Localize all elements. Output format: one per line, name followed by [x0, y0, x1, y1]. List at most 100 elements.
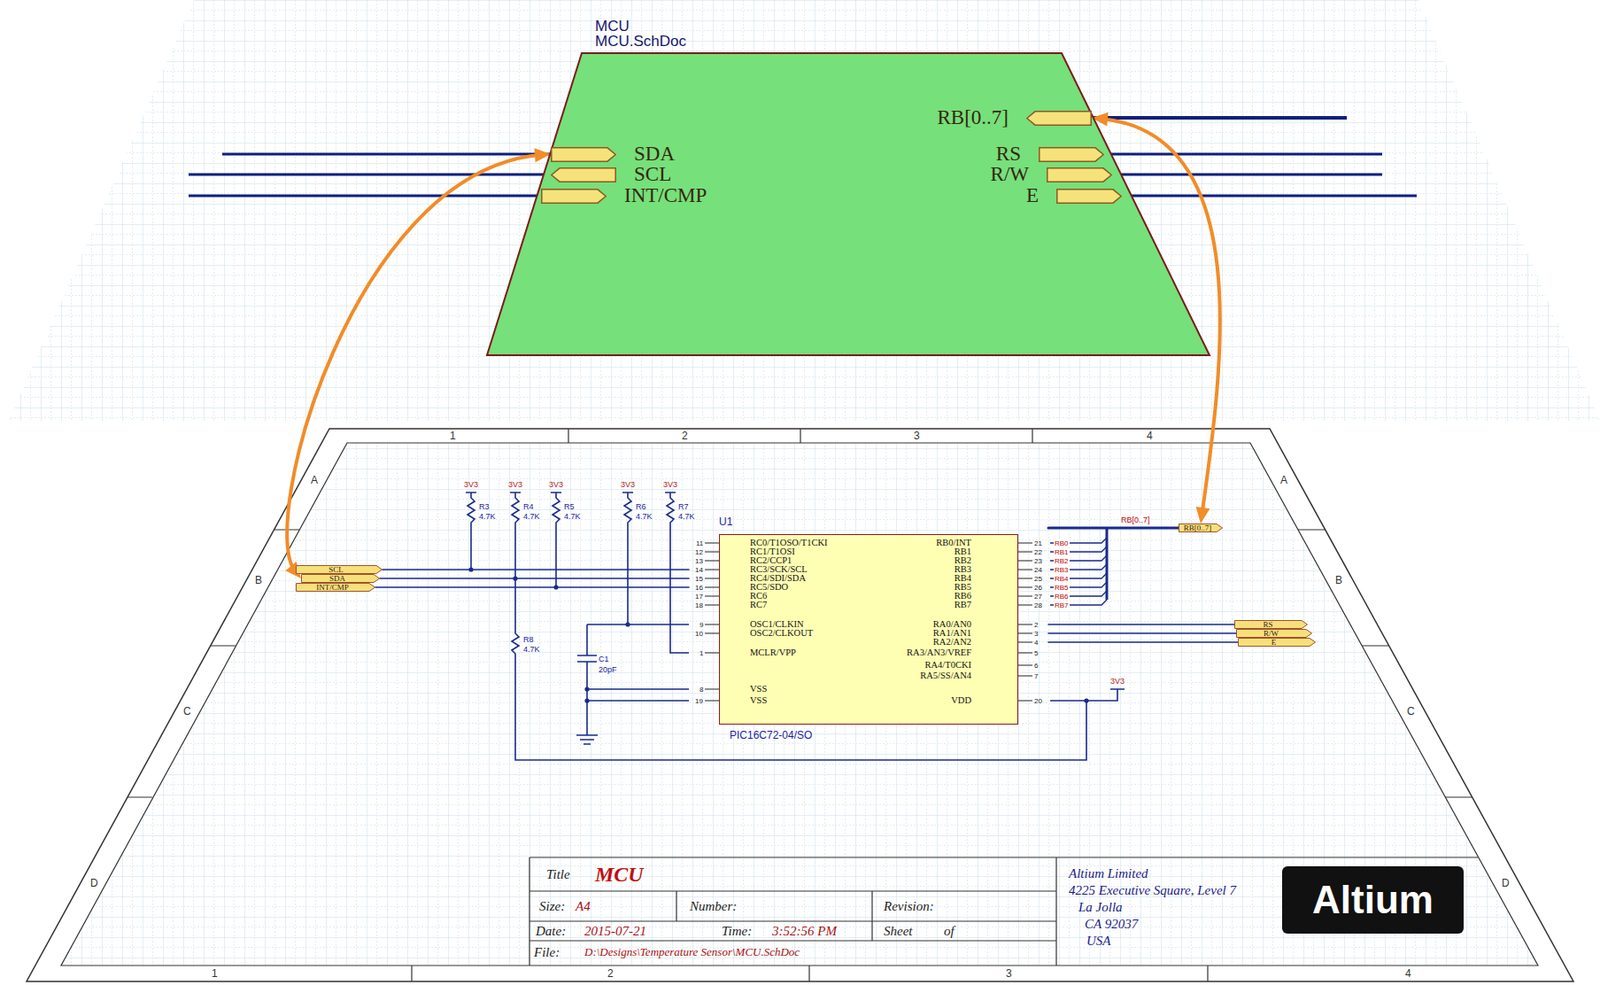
pin-number: 4 [1034, 638, 1038, 647]
port-label: R/W [1236, 628, 1307, 638]
port-label: SCL [295, 564, 377, 574]
pin-number: 9 [699, 620, 704, 629]
sheet-entry-port: INT/CMP [541, 184, 707, 208]
bus-wire [1105, 527, 1109, 600]
port-label: RS [1234, 619, 1302, 629]
port-fill [1236, 629, 1313, 638]
port-label: SDA [301, 573, 374, 583]
pin-number: 22 [1034, 548, 1043, 557]
port-fill [551, 146, 616, 161]
port-outline [541, 188, 607, 204]
pin-name: RA5/SS/AN4 [919, 671, 972, 681]
power-port-label: 3V3 [1110, 676, 1125, 686]
title-block-field: Time: [721, 923, 752, 939]
port-label: INT/CMP [295, 582, 370, 592]
pin-number: 14 [695, 565, 704, 574]
zone-marker: B [1335, 573, 1343, 587]
port-outline [1237, 637, 1316, 647]
port-outline [1026, 110, 1092, 126]
port-label: RB[0..7] [1178, 523, 1217, 533]
pin-number: 21 [1034, 539, 1043, 548]
title-block-value: 2015-07-21 [584, 923, 647, 939]
component-label: R5 [564, 502, 575, 511]
sheet-entry-port: E [1026, 184, 1122, 208]
zone-marker: 1 [449, 429, 457, 442]
arrowhead [1196, 506, 1211, 524]
net-label: RB2 [1053, 556, 1070, 565]
zone-marker: D [90, 876, 99, 889]
port-label: INT/CMP [624, 184, 707, 208]
sheet-entry-port: RB[0..7] [937, 106, 1093, 130]
net-port: SDA [301, 573, 380, 583]
pin-number: 11 [695, 539, 704, 548]
pin-name: MCLR/VPP [749, 648, 797, 658]
port-fill [541, 188, 606, 202]
pin-name: RA2/AN2 [933, 637, 972, 647]
pin-name: RB6 [954, 591, 972, 601]
sheet-symbol-body [486, 53, 1210, 356]
zone-marker: C [183, 704, 192, 718]
pin-number: 16 [695, 583, 704, 592]
junction-dot [1083, 697, 1089, 703]
zone-marker: C [1406, 704, 1415, 718]
title-block-field: Size: [539, 898, 565, 914]
pin-name: RC5/SDO [749, 582, 789, 592]
connector [285, 147, 551, 579]
net-label: RB0 [1053, 539, 1070, 548]
net-label: RB5 [1053, 583, 1070, 592]
zone-marker: 3 [1005, 966, 1013, 980]
pin-number: 19 [695, 696, 704, 705]
zone-marker: D [1501, 876, 1510, 889]
port-fill [1179, 524, 1223, 533]
pin-name: RC2/CCP1 [749, 556, 792, 565]
component-label: 4.7K [564, 511, 581, 521]
pin-number: 23 [1034, 556, 1043, 565]
pin-number: 27 [1034, 592, 1043, 601]
connector-line [379, 577, 689, 580]
connector-line [382, 568, 689, 571]
pin-number: 8 [699, 685, 704, 694]
zone-marker: 3 [913, 429, 920, 442]
component-label: 4.7K [523, 644, 541, 654]
net-port: SCL [295, 564, 383, 574]
port-outline [1056, 188, 1122, 204]
pin-name: RC4/SDI/SDA [749, 573, 806, 583]
net-label: RB4 [1053, 574, 1070, 583]
port-label: RB[0..7] [937, 106, 1010, 130]
net-port: RB[0..7] [1178, 523, 1223, 533]
pin-name: RB7 [954, 600, 972, 610]
component-designator: U1 [718, 516, 733, 528]
port-shape [550, 146, 617, 163]
connector [1048, 633, 1237, 634]
port-fill [301, 574, 380, 583]
component-label: 4.7K [479, 511, 496, 521]
junction-dot [584, 686, 589, 691]
net-port: R/W [1236, 628, 1313, 638]
connector [1048, 527, 1179, 529]
port-label: SCL [633, 162, 672, 186]
connector-line [1048, 623, 1235, 626]
net-port: INT/CMP [295, 582, 376, 592]
title-block-field: Sheet [883, 923, 913, 939]
pin-name: VSS [749, 684, 767, 694]
title-block-field: File: [533, 944, 560, 960]
pin-name: RC0/T1OSO/T1CKI [749, 538, 828, 548]
power-port-label: 3V3 [620, 479, 635, 489]
port-label: E [1237, 637, 1310, 647]
port-shape [1026, 110, 1092, 126]
port-fill [1047, 167, 1112, 181]
port-shape [1056, 188, 1122, 204]
pin-number: 6 [1034, 661, 1038, 670]
port-label: RS [996, 142, 1021, 166]
pin-number: 20 [1034, 696, 1043, 705]
power-port-label: 3V3 [508, 479, 523, 489]
connector [379, 578, 689, 580]
zone-marker: 2 [607, 966, 614, 980]
zone-marker: 4 [1405, 966, 1412, 980]
pin-name: OSC2/CLKOUT [749, 628, 813, 638]
pin-name: RB4 [954, 573, 972, 583]
power-port-label: 3V3 [463, 479, 479, 489]
pin-number: 15 [695, 574, 704, 583]
pin-name: VSS [749, 695, 767, 705]
pin-name: RB1 [954, 547, 972, 557]
